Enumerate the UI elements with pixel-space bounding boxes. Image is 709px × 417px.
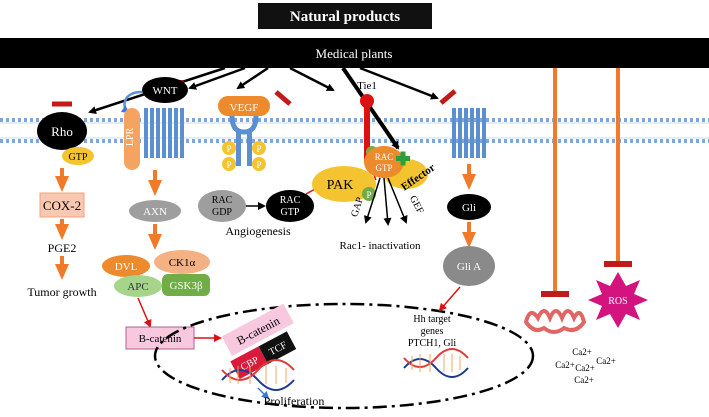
- arrow-complex-bcatenin: [137, 297, 152, 328]
- vegf-label: VEGF: [230, 102, 259, 114]
- hh-target-label-3: PTCH1, Gli: [408, 338, 457, 349]
- apc-node: [114, 275, 162, 297]
- arrow-rac1: [383, 177, 392, 226]
- gsk3b-node: [162, 274, 210, 296]
- rho-node: [37, 112, 87, 150]
- ca2-label-1: Ca2+: [572, 347, 592, 357]
- svg-text:P: P: [366, 190, 371, 200]
- proliferation-label: Proliferation: [264, 394, 325, 408]
- gli-node: [447, 194, 491, 220]
- calcium-store: [523, 309, 587, 334]
- ca2-label-3: Ca2+: [575, 363, 595, 373]
- wnt-label: WNT: [152, 85, 177, 97]
- gli-a-node: [443, 246, 495, 286]
- gef-label: GEF: [407, 194, 426, 216]
- gtp-label: GTP: [69, 152, 88, 163]
- rac-gtp-membrane-label-1: RAC: [375, 152, 394, 162]
- rac-gtp-membrane-label-2: GTP: [375, 163, 392, 173]
- tie1-label: Tie1: [357, 80, 377, 92]
- gtp-node: [62, 147, 94, 165]
- rac-gdp-label-2: GDP: [212, 207, 232, 218]
- vegf-node: [218, 96, 270, 116]
- vegf-receptor: [229, 115, 259, 135]
- rho-label: Rho: [51, 124, 73, 139]
- ros-burst: [588, 272, 648, 328]
- frizzled-receptor: [144, 108, 184, 158]
- hh-target-label-1: Hh target: [413, 314, 451, 325]
- arrow-glia-genes: [438, 286, 461, 312]
- rac-gtp-label-1: RAC: [280, 195, 301, 206]
- tumor-growth-label: Tumor growth: [27, 285, 96, 299]
- ck1a-label: CK1α: [169, 257, 196, 269]
- cox2-box: [39, 192, 85, 218]
- tie1-head: [360, 94, 374, 108]
- apc-label: APC: [127, 281, 148, 293]
- ca2-label-4: Ca2+: [596, 356, 616, 366]
- arrow-gef: [387, 177, 408, 224]
- tcf-box: [258, 331, 297, 365]
- rac-gtp-node: [266, 190, 314, 222]
- dvl-node: [102, 255, 150, 277]
- arrow-gap: [364, 177, 381, 224]
- wnt-node: [142, 77, 188, 103]
- gsk3b-label: GSK3β: [169, 280, 203, 292]
- gli-label: Gli: [462, 202, 476, 214]
- cell-membrane: [0, 118, 709, 143]
- lpr-label: LPR: [125, 128, 136, 147]
- rac-gtp-membrane-node: [364, 146, 404, 178]
- angiogenesis-label: Angiogenesis: [225, 224, 291, 238]
- medical-plants-label: Medical plants: [316, 46, 393, 61]
- medical-plants-bar: [0, 38, 709, 68]
- rac-gdp-node: [198, 190, 246, 222]
- ca2-label-5: Ca2+: [574, 375, 594, 385]
- b-catenin-label: B-catenin: [139, 333, 182, 345]
- ck1a-node: [154, 250, 210, 274]
- arrow-proliferation: [257, 387, 270, 400]
- effector-plus-icon: [396, 151, 410, 166]
- svg-text:P: P: [226, 144, 231, 154]
- axn-label: AXN: [143, 206, 167, 218]
- vegf-receptor-stem-1: [236, 132, 241, 166]
- dna-helix-hh: [403, 348, 469, 378]
- gli-a-label: Gli A: [457, 261, 481, 273]
- tie1-receptor: [364, 106, 370, 162]
- pak-label: PAK: [327, 178, 354, 193]
- ca2-label-2: Ca2+: [555, 360, 575, 370]
- hedgehog-receptor: [452, 108, 486, 158]
- axn-node: [129, 200, 181, 222]
- rac-gdp-label-1: RAC: [212, 195, 233, 206]
- pak-phospho: [362, 187, 376, 201]
- svg-text:P: P: [226, 160, 231, 170]
- pak-node: [312, 166, 376, 202]
- rac1-inactivation-label: Rac1- inactivation: [340, 240, 421, 252]
- svg-text:P: P: [256, 160, 261, 170]
- rac-gtp-label-2: GTP: [281, 207, 300, 218]
- svg-text:P: P: [256, 144, 261, 154]
- hh-target-label-2: genes: [421, 326, 444, 337]
- dna-helix-wnt: [221, 359, 295, 391]
- ros-label: ROS: [608, 296, 627, 307]
- dvl-label: DVL: [115, 261, 138, 273]
- natural-products-title: Natural products: [290, 9, 400, 25]
- nucleus: [153, 302, 535, 410]
- b-catenin-nuclear-box: [221, 303, 294, 356]
- vegf-phospho-groups: P P P P: [222, 141, 266, 171]
- lpr-receptor: [124, 108, 140, 170]
- vegf-receptor-stem-2: [247, 132, 252, 166]
- cox2-label: COX-2: [43, 198, 81, 213]
- natural-products-box: [258, 3, 432, 29]
- pge2-label: PGE2: [48, 241, 77, 255]
